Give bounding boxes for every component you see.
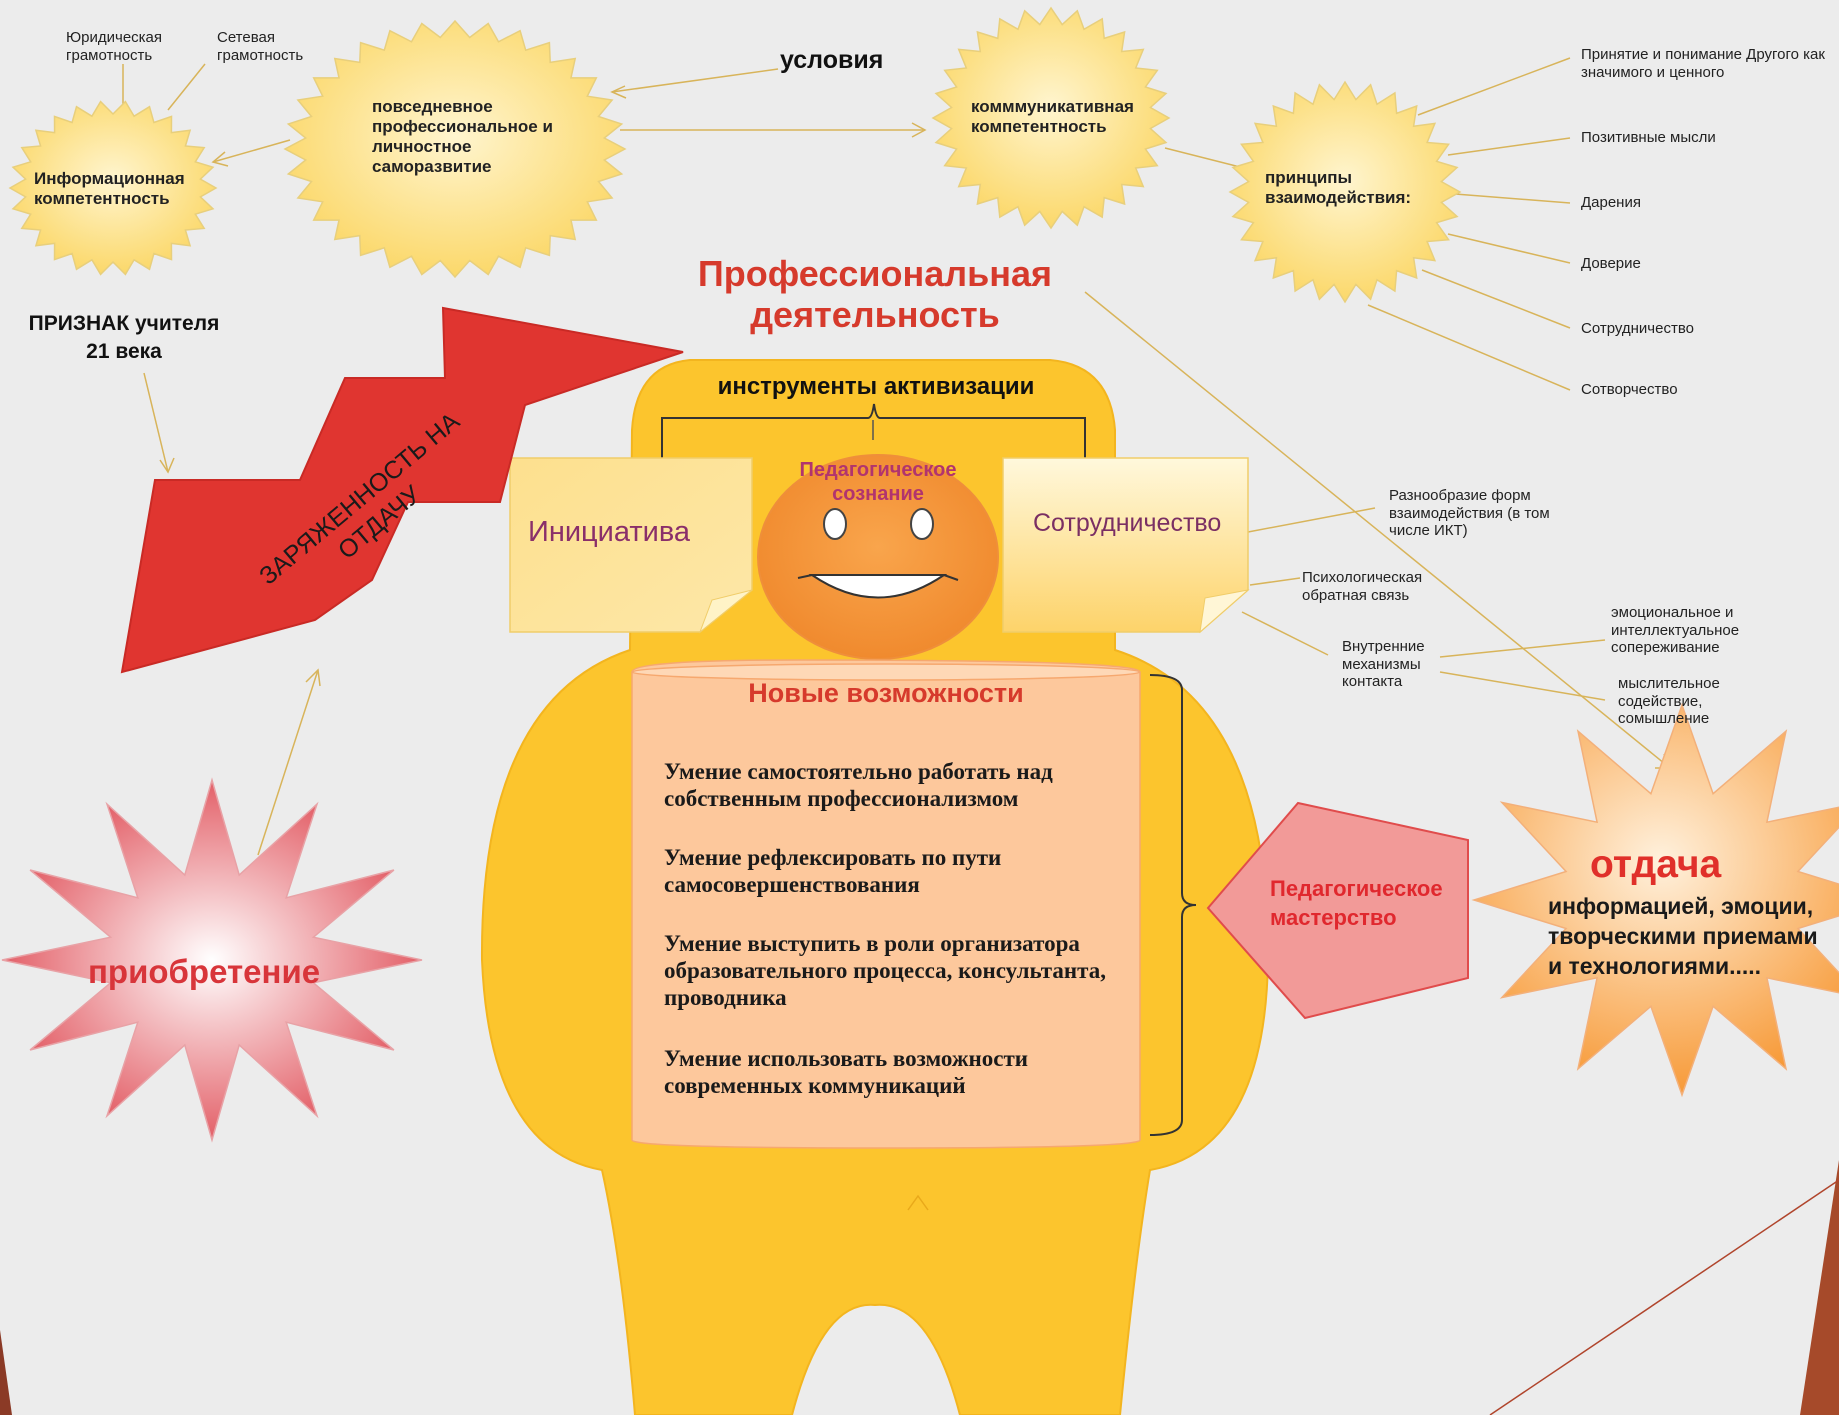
opportunity-item: Умение использовать возможности современ… xyxy=(664,1046,1029,1099)
new-opportunities-panel xyxy=(631,659,1141,1149)
giving-title: отдача xyxy=(1590,843,1722,886)
cooperation-label: Сотрудничество xyxy=(1033,509,1222,537)
opportunity-item: Умение выступить в роли организатора обр… xyxy=(664,931,1106,1011)
opportunity-item: Умение самостоятельно работать над собст… xyxy=(664,759,1053,812)
legal-literacy-label: Юридическая грамотность xyxy=(66,29,163,64)
communicative-competence-label: комммуникативная компетентность xyxy=(971,97,1134,137)
commitment-arrow xyxy=(120,306,684,674)
left-eye xyxy=(823,508,847,540)
sun-communicative-competence xyxy=(931,6,1171,230)
network-literacy-label: Сетевая грамотность xyxy=(217,29,304,64)
giving-text: информацией, эмоции, творческими приемам… xyxy=(1548,893,1818,979)
initiative-label: Инициатива xyxy=(528,516,691,548)
acquisition-label: приобретение xyxy=(88,953,321,990)
interaction-principles-label: принципы взаимодействия: xyxy=(1265,168,1412,208)
conditions-label: условия xyxy=(780,46,884,74)
corner-decoration-left xyxy=(0,1330,12,1415)
smile xyxy=(808,574,948,599)
caret-mark xyxy=(907,1194,929,1211)
opportunities-brace xyxy=(1149,674,1197,1136)
smile-corners xyxy=(797,574,959,581)
acquisition-star xyxy=(1,777,423,1143)
new-opportunities-title: Новые возможности xyxy=(748,678,1024,708)
pedagogical-consciousness-label: Педагогическое сознание xyxy=(799,459,957,505)
face-circle xyxy=(757,454,999,660)
thinking-note: мыслительное содействие, сомышление xyxy=(1618,675,1720,728)
new-opportunities-panel-top xyxy=(631,663,1141,681)
mastery-label: Педагогическое мастерство xyxy=(1270,876,1443,930)
right-eye xyxy=(910,508,934,540)
page-title: Профессиональная деятельность xyxy=(697,253,1053,336)
tools-label: инструменты активизации xyxy=(717,373,1035,400)
principle-item: Сотворчество xyxy=(1581,381,1678,398)
information-competence-label: Информационная компетентность xyxy=(34,169,185,209)
sun-interaction-principles xyxy=(1228,80,1462,304)
sun-information-competence xyxy=(8,100,218,276)
principle-item: Доверие xyxy=(1581,255,1641,272)
self-development-label: повседневное профессиональное и личностн… xyxy=(372,97,553,177)
mechanisms-note: Внутренние механизмы контакта xyxy=(1342,638,1425,691)
giving-star xyxy=(1471,702,1839,1098)
sign-label: ПРИЗНАК учителя 21 века xyxy=(28,312,220,364)
tools-brace xyxy=(661,403,1086,458)
corner-decoration-line xyxy=(1489,1179,1839,1415)
opportunity-item: Умение рефлексировать по пути самосоверш… xyxy=(664,845,1002,898)
sun-self-development xyxy=(283,19,627,279)
principle-item: Принятие и понимание Другого как значимо… xyxy=(1581,46,1825,81)
initiative-note-curl xyxy=(698,589,753,634)
feedback-note: Психологическая обратная связь xyxy=(1302,569,1423,604)
corner-decoration-right xyxy=(1800,1160,1839,1415)
forms-note: Разнообразие форм взаимодействия (в том … xyxy=(1389,487,1550,540)
connector-lines xyxy=(122,57,1671,856)
principle-item: Дарения xyxy=(1581,194,1641,211)
cooperation-note-curl xyxy=(1199,589,1250,634)
principle-item: Позитивные мысли xyxy=(1581,129,1716,146)
empathy-note: эмоциональное и интеллектуальное сопереж… xyxy=(1611,604,1740,657)
principle-item: Сотрудничество xyxy=(1581,320,1694,337)
mastery-pentagon xyxy=(1206,801,1469,1020)
